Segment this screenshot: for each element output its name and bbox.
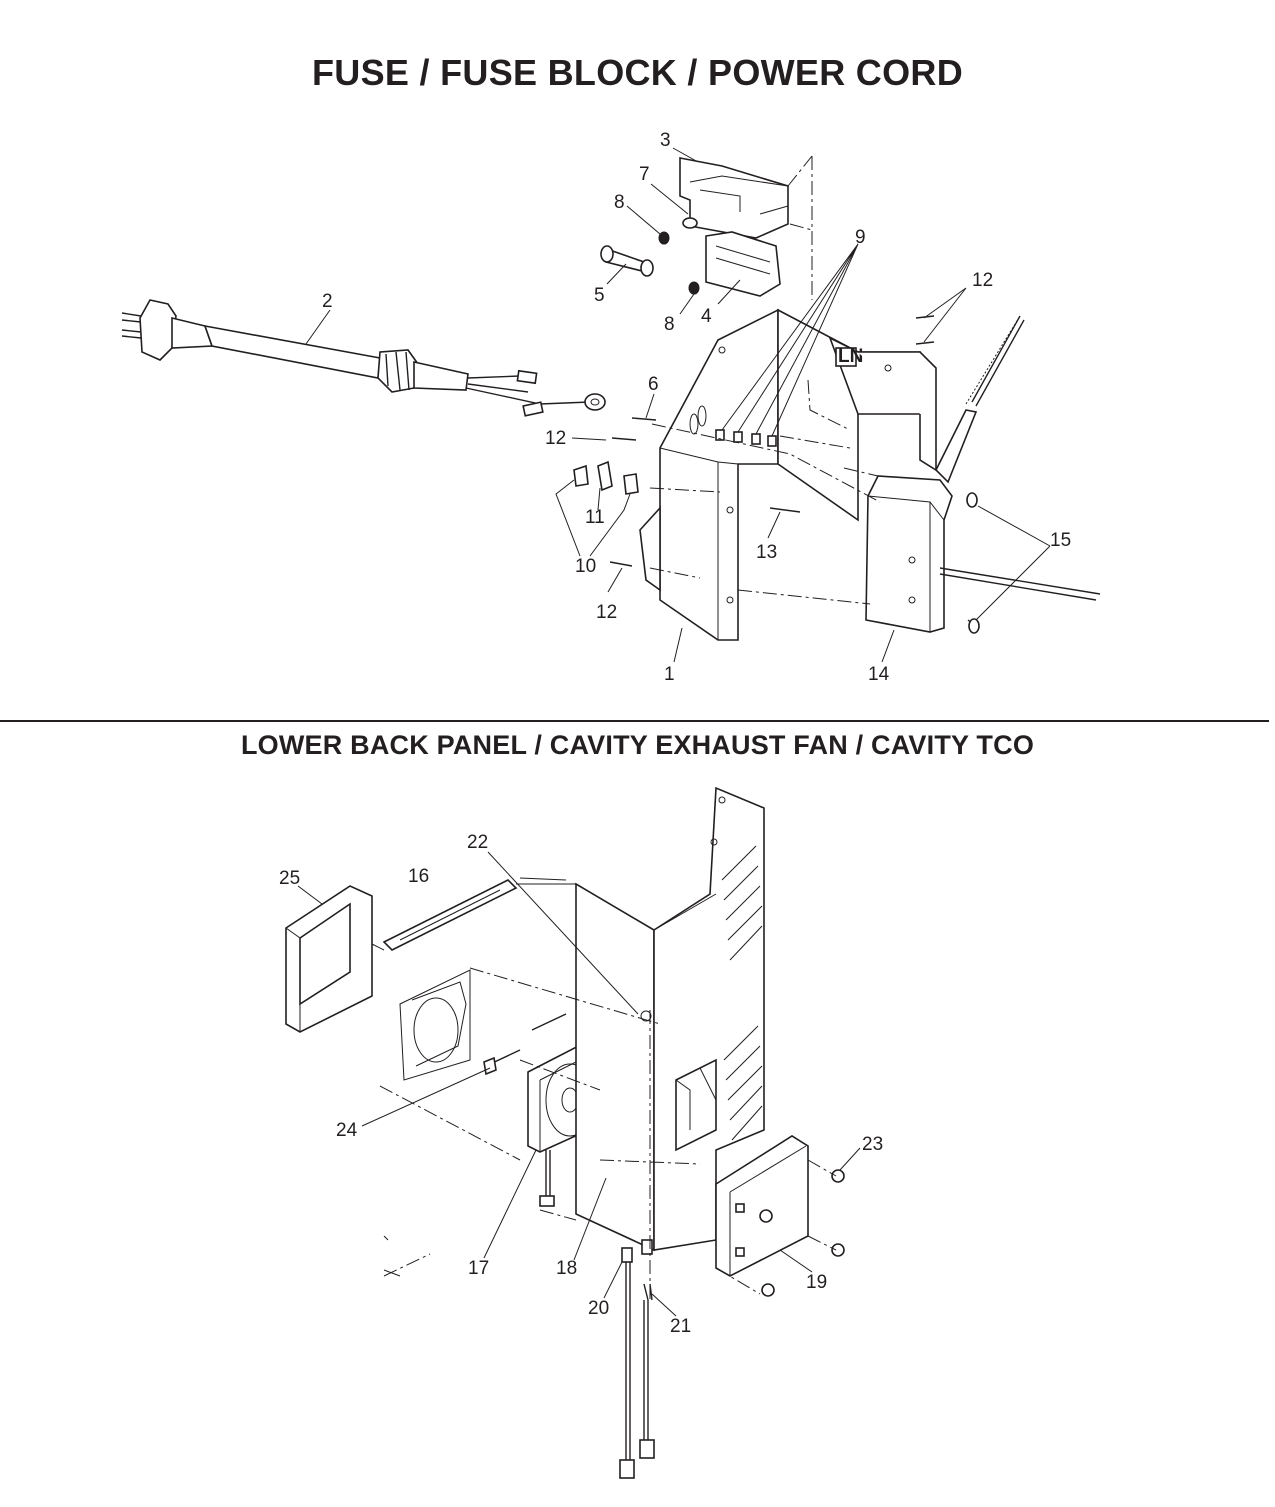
tco-cover-19 bbox=[715, 1135, 809, 1277]
callout-8a: 8 bbox=[614, 192, 625, 213]
callout-10: 10 bbox=[575, 556, 596, 577]
leader-lines-top bbox=[305, 147, 1051, 663]
fuse-bracket-panel bbox=[639, 308, 859, 641]
lower-back-panel bbox=[516, 786, 765, 1252]
spacers-10-11 bbox=[573, 460, 639, 495]
callout-8b: 8 bbox=[664, 314, 675, 335]
callouts-bottom: 22 25 16 24 23 17 18 19 20 21 bbox=[279, 832, 883, 1337]
callout-15: 15 bbox=[1050, 530, 1071, 551]
callout-17: 17 bbox=[468, 1258, 489, 1279]
assembly-guides-top bbox=[649, 155, 881, 605]
callout-12c: 12 bbox=[596, 602, 617, 623]
section-divider bbox=[0, 720, 1269, 722]
callout-14: 14 bbox=[868, 664, 890, 685]
callout-24: 24 bbox=[336, 1120, 358, 1141]
callout-13: 13 bbox=[756, 542, 777, 563]
callout-7: 7 bbox=[639, 164, 650, 185]
nuts-screws-top bbox=[658, 217, 700, 295]
fan-mount-plate bbox=[399, 969, 471, 1081]
callout-16: 16 bbox=[408, 866, 429, 887]
ln-terminal-panel: LN bbox=[828, 336, 937, 472]
callout-4: 4 bbox=[701, 306, 712, 327]
fuse-block-cover bbox=[679, 157, 789, 297]
callout-6: 6 bbox=[648, 374, 659, 395]
callout-11: 11 bbox=[585, 507, 605, 528]
assembly-guides-bottom bbox=[371, 884, 837, 1300]
gasket-frame bbox=[285, 885, 373, 1033]
callout-21: 21 bbox=[670, 1316, 691, 1337]
leader-lines-bottom bbox=[297, 851, 861, 1317]
fuse bbox=[600, 245, 654, 277]
callout-2: 2 bbox=[322, 291, 333, 312]
callout-12a: 12 bbox=[972, 270, 993, 291]
panel-ln-label: LN bbox=[838, 346, 863, 367]
callout-19: 19 bbox=[806, 1272, 827, 1293]
callout-20: 20 bbox=[588, 1298, 609, 1319]
tco-leads-20-21 bbox=[619, 1239, 655, 1479]
section-title-fuse-power-cord: FUSE / FUSE BLOCK / POWER CORD bbox=[311, 52, 964, 93]
callouts-top: 3 7 8 9 12 5 8 4 2 6 12 11 15 13 10 12 1… bbox=[322, 130, 1071, 685]
callout-9: 9 bbox=[855, 227, 866, 248]
section-title-lower-back-panel: LOWER BACK PANEL / CAVITY EXHAUST FAN / … bbox=[240, 730, 1035, 760]
wire-bundle-16 bbox=[382, 879, 518, 951]
callout-22: 22 bbox=[467, 832, 488, 853]
power-cord bbox=[121, 299, 606, 417]
callout-18: 18 bbox=[556, 1258, 577, 1279]
callout-12b: 12 bbox=[545, 428, 566, 449]
callout-5: 5 bbox=[594, 285, 605, 306]
callout-23: 23 bbox=[862, 1134, 883, 1155]
callout-3: 3 bbox=[660, 130, 671, 151]
thermal-cover bbox=[865, 315, 1101, 633]
callout-1: 1 bbox=[664, 664, 675, 685]
callout-25: 25 bbox=[279, 868, 300, 889]
